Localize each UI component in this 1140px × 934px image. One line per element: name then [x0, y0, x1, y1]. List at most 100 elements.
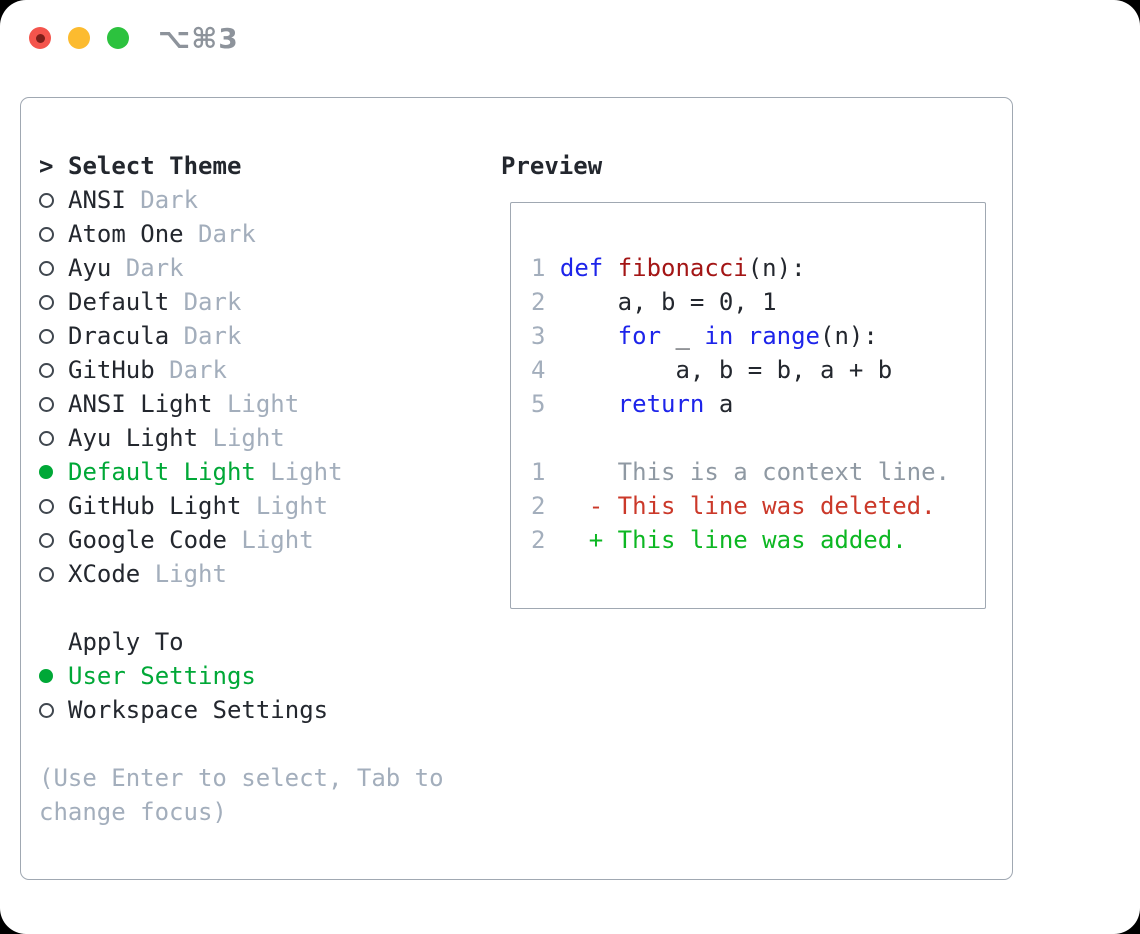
apply-to-header: Apply To	[39, 625, 479, 659]
diff-text: This is a context line.	[559, 458, 951, 486]
option-label: GitHub Dark	[68, 356, 227, 384]
code-line: 2 a, b = 0, 1	[531, 285, 985, 319]
option-variant: Light	[255, 492, 329, 520]
code-line: 4 a, b = b, a + b	[531, 353, 985, 387]
code-line: 3 for _ in range(n):	[531, 319, 985, 353]
apply-option-user-settings[interactable]: User Settings	[39, 659, 479, 693]
line-number: 2	[531, 526, 546, 554]
select-theme-title: Select Theme	[68, 152, 242, 180]
line-number: 2	[531, 492, 546, 520]
code-text: return a	[617, 390, 734, 418]
option-label: Dracula Dark	[68, 322, 242, 350]
line-number: 4	[531, 356, 546, 384]
line-number: 2	[531, 288, 546, 316]
theme-option-github-light-light[interactable]: GitHub Light Light	[39, 489, 479, 523]
radio-icon	[39, 362, 68, 378]
option-label: Google Code Light	[68, 526, 314, 554]
code-text: for _ in range(n):	[617, 322, 878, 350]
option-variant: Dark	[169, 356, 227, 384]
close-dot-icon	[35, 33, 45, 43]
option-label: XCode Light	[68, 560, 227, 588]
window-titlebar: ⌥⌘3	[0, 0, 1140, 76]
close-button[interactable]	[29, 27, 51, 49]
option-label: User Settings	[68, 662, 256, 690]
diff-line-context: 1 This is a context line.	[531, 455, 985, 489]
theme-option-ansi-dark[interactable]: ANSI Dark	[39, 183, 479, 217]
radio-icon	[39, 498, 68, 514]
line-number: 3	[531, 322, 546, 350]
theme-option-github-dark[interactable]: GitHub Dark	[39, 353, 479, 387]
diff-line-added: 2 + This line was added.	[531, 523, 985, 557]
radio-icon	[39, 702, 68, 718]
minimize-button[interactable]	[68, 27, 90, 49]
code-text: a, b = 0, 1	[559, 288, 777, 316]
zoom-button[interactable]	[107, 27, 129, 49]
apply-to-title: Apply To	[68, 628, 184, 656]
radio-icon	[39, 294, 68, 310]
option-label: GitHub Light Light	[68, 492, 329, 520]
radio-selected-icon	[39, 465, 68, 479]
radio-icon	[39, 532, 68, 548]
option-variant: Light	[226, 390, 300, 418]
theme-option-dracula-dark[interactable]: Dracula Dark	[39, 319, 479, 353]
option-label: Default Light Light	[68, 458, 343, 486]
window-shortcut-label: ⌥⌘3	[158, 21, 239, 55]
line-number: 1	[531, 254, 546, 282]
radio-icon	[39, 566, 68, 582]
option-variant: Light	[241, 526, 314, 554]
option-label: Default Dark	[68, 288, 242, 316]
code-line: 5 return a	[531, 387, 985, 421]
option-variant: Dark	[183, 288, 242, 316]
spacer	[531, 421, 985, 455]
spacer	[39, 727, 479, 761]
option-variant: Dark	[125, 254, 184, 282]
option-variant: Light	[212, 424, 285, 452]
apply-option-workspace-settings[interactable]: Workspace Settings	[39, 693, 479, 727]
theme-option-ayu-light-light[interactable]: Ayu Light Light	[39, 421, 479, 455]
option-label: Workspace Settings	[68, 696, 329, 724]
spacer	[39, 591, 479, 625]
option-variant: Light	[270, 458, 343, 486]
theme-option-ayu-dark[interactable]: Ayu Dark	[39, 251, 479, 285]
option-label: Ayu Dark	[68, 254, 184, 282]
code-line: 1 def fibonacci(n):	[531, 251, 985, 285]
theme-option-ansi-light-light[interactable]: ANSI Light Light	[39, 387, 479, 421]
theme-option-atom-one-dark[interactable]: Atom One Dark	[39, 217, 479, 251]
option-variant: Light	[154, 560, 227, 588]
option-label: ANSI Dark	[68, 186, 199, 214]
option-variant: Dark	[140, 186, 199, 214]
option-label: ANSI Light Light	[68, 390, 300, 418]
option-label: Atom One Dark	[68, 220, 256, 248]
diff-text: + This line was added.	[559, 526, 907, 554]
select-theme-header: > Select Theme	[39, 149, 479, 183]
code-text: def fibonacci(n):	[559, 254, 806, 282]
radio-icon	[39, 396, 68, 412]
theme-option-default-light-light[interactable]: Default Light Light	[39, 455, 479, 489]
diff-text: - This line was deleted.	[559, 492, 936, 520]
help-text-line-2: change focus)	[39, 798, 227, 826]
radio-icon	[39, 328, 68, 344]
preview-title: Preview	[501, 152, 603, 180]
diff-line-deleted: 2 - This line was deleted.	[531, 489, 985, 523]
radio-icon	[39, 260, 68, 276]
theme-option-google-code-light[interactable]: Google Code Light	[39, 523, 479, 557]
focus-caret-icon: >	[39, 152, 54, 180]
theme-option-default-dark[interactable]: Default Dark	[39, 285, 479, 319]
radio-icon	[39, 192, 68, 208]
option-variant: Dark	[183, 322, 242, 350]
diff-snippet: 1 This is a context line.2 - This line w…	[531, 455, 985, 557]
line-number: 5	[531, 390, 546, 418]
theme-option-xcode-light[interactable]: XCode Light	[39, 557, 479, 591]
traffic-lights	[29, 27, 129, 49]
radio-icon	[39, 430, 68, 446]
option-variant: Dark	[198, 220, 256, 248]
help-text-line-1: (Use Enter to select, Tab to	[39, 764, 444, 792]
radio-icon	[39, 226, 68, 242]
